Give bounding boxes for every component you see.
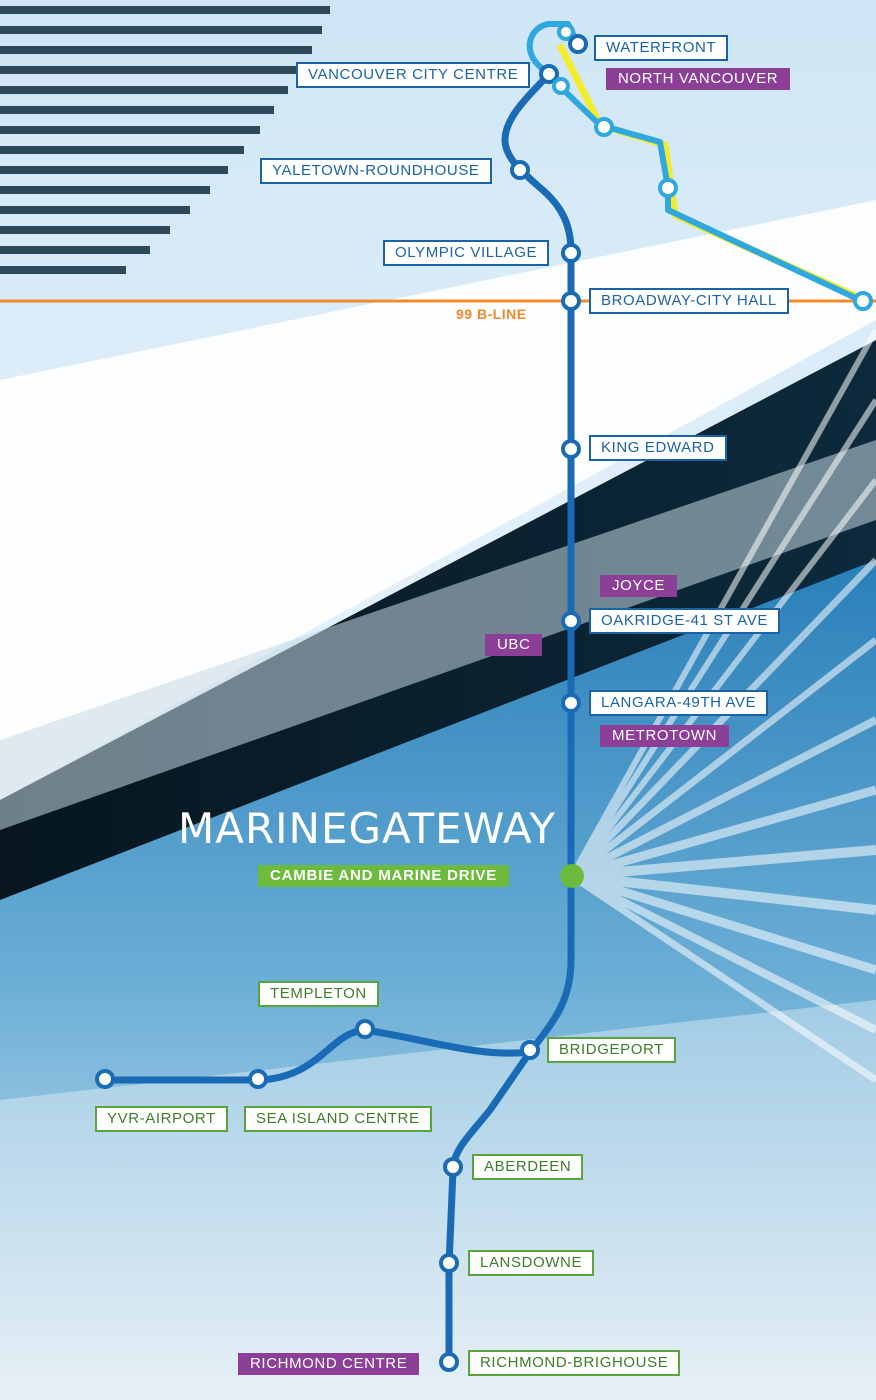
- station-dot-aberdeen: [443, 1157, 463, 1177]
- station-dot-sea-island: [248, 1069, 268, 1089]
- ceiling-slats: [0, 6, 330, 274]
- station-dot-bridgeport: [520, 1040, 540, 1060]
- station-label-bridgeport[interactable]: BRIDGEPORT: [547, 1037, 676, 1063]
- grey-slab: [0, 440, 876, 830]
- station-dot-broadway: [561, 291, 581, 311]
- station-dot-yaletown: [510, 160, 530, 180]
- station-label-oakridge[interactable]: OAKRIDGE-41 ST AVE: [589, 608, 780, 634]
- station-label-richmond-brighouse[interactable]: RICHMOND-BRIGHOUSE: [468, 1350, 681, 1376]
- station-label-yaletown-roundhouse[interactable]: YALETOWN-ROUNDHOUSE: [260, 158, 492, 184]
- station-dot-richmond-brighouse: [439, 1352, 459, 1372]
- station-label-templeton[interactable]: TEMPLETON: [258, 981, 379, 1007]
- station-dot-expo-1: [552, 77, 570, 95]
- station-label-olympic-village[interactable]: OLYMPIC VILLAGE: [383, 240, 550, 266]
- feature-station-subtitle: CAMBIE AND MARINE DRIVE: [258, 865, 510, 887]
- connection-north-vancouver: NORTH VANCOUVER: [606, 68, 791, 90]
- station-label-aberdeen[interactable]: ABERDEEN: [472, 1154, 584, 1180]
- connection-metrotown: METROTOWN: [600, 725, 730, 747]
- station-dot-yvr: [95, 1069, 115, 1089]
- station-dot-lansdowne: [439, 1253, 459, 1273]
- station-dot-expo-2: [594, 117, 614, 137]
- station-label-sea-island-centre[interactable]: SEA ISLAND CENTRE: [244, 1106, 432, 1132]
- station-dot-expo-3: [658, 178, 678, 198]
- connection-richmond-centre: RICHMOND CENTRE: [238, 1353, 420, 1375]
- bright-area: [0, 200, 876, 800]
- station-label-lansdowne[interactable]: LANSDOWNE: [468, 1250, 595, 1276]
- station-label-waterfront[interactable]: WATERFRONT: [594, 35, 729, 61]
- feature-station-title: MARINEGATEWAY: [178, 804, 557, 853]
- connection-ubc: UBC: [485, 634, 543, 656]
- station-label-vancouver-city-centre[interactable]: VANCOUVER CITY CENTRE: [296, 62, 531, 88]
- station-label-yvr-airport[interactable]: YVR-AIRPORT: [95, 1106, 228, 1132]
- station-dot-oakridge: [561, 611, 581, 631]
- station-dot-langara: [561, 693, 581, 713]
- station-dot-waterfront-expo: [557, 23, 575, 41]
- connection-joyce: JOYCE: [600, 575, 678, 597]
- mist: [0, 1000, 876, 1400]
- station-label-langara[interactable]: LANGARA-49TH AVE: [589, 690, 769, 716]
- station-label-broadway-city-hall[interactable]: BROADWAY-CITY HALL: [589, 288, 789, 314]
- station-dot-olympic-village: [561, 243, 581, 263]
- station-label-king-edward[interactable]: KING EDWARD: [589, 435, 727, 461]
- light-rays: [569, 328, 876, 1083]
- station-dot-waterfront: [568, 34, 588, 54]
- station-markers: [95, 23, 873, 1372]
- station-dot-king-edward: [561, 439, 581, 459]
- marine-gateway-marker: [560, 864, 584, 888]
- canada-line: [445, 71, 575, 1362]
- expo-line: [526, 21, 865, 304]
- station-dot-expo-4: [853, 291, 873, 311]
- station-dot-vancouver-city-centre: [539, 64, 559, 84]
- station-dot-templeton: [355, 1019, 375, 1039]
- bline-label: 99 B-LINE: [456, 306, 527, 322]
